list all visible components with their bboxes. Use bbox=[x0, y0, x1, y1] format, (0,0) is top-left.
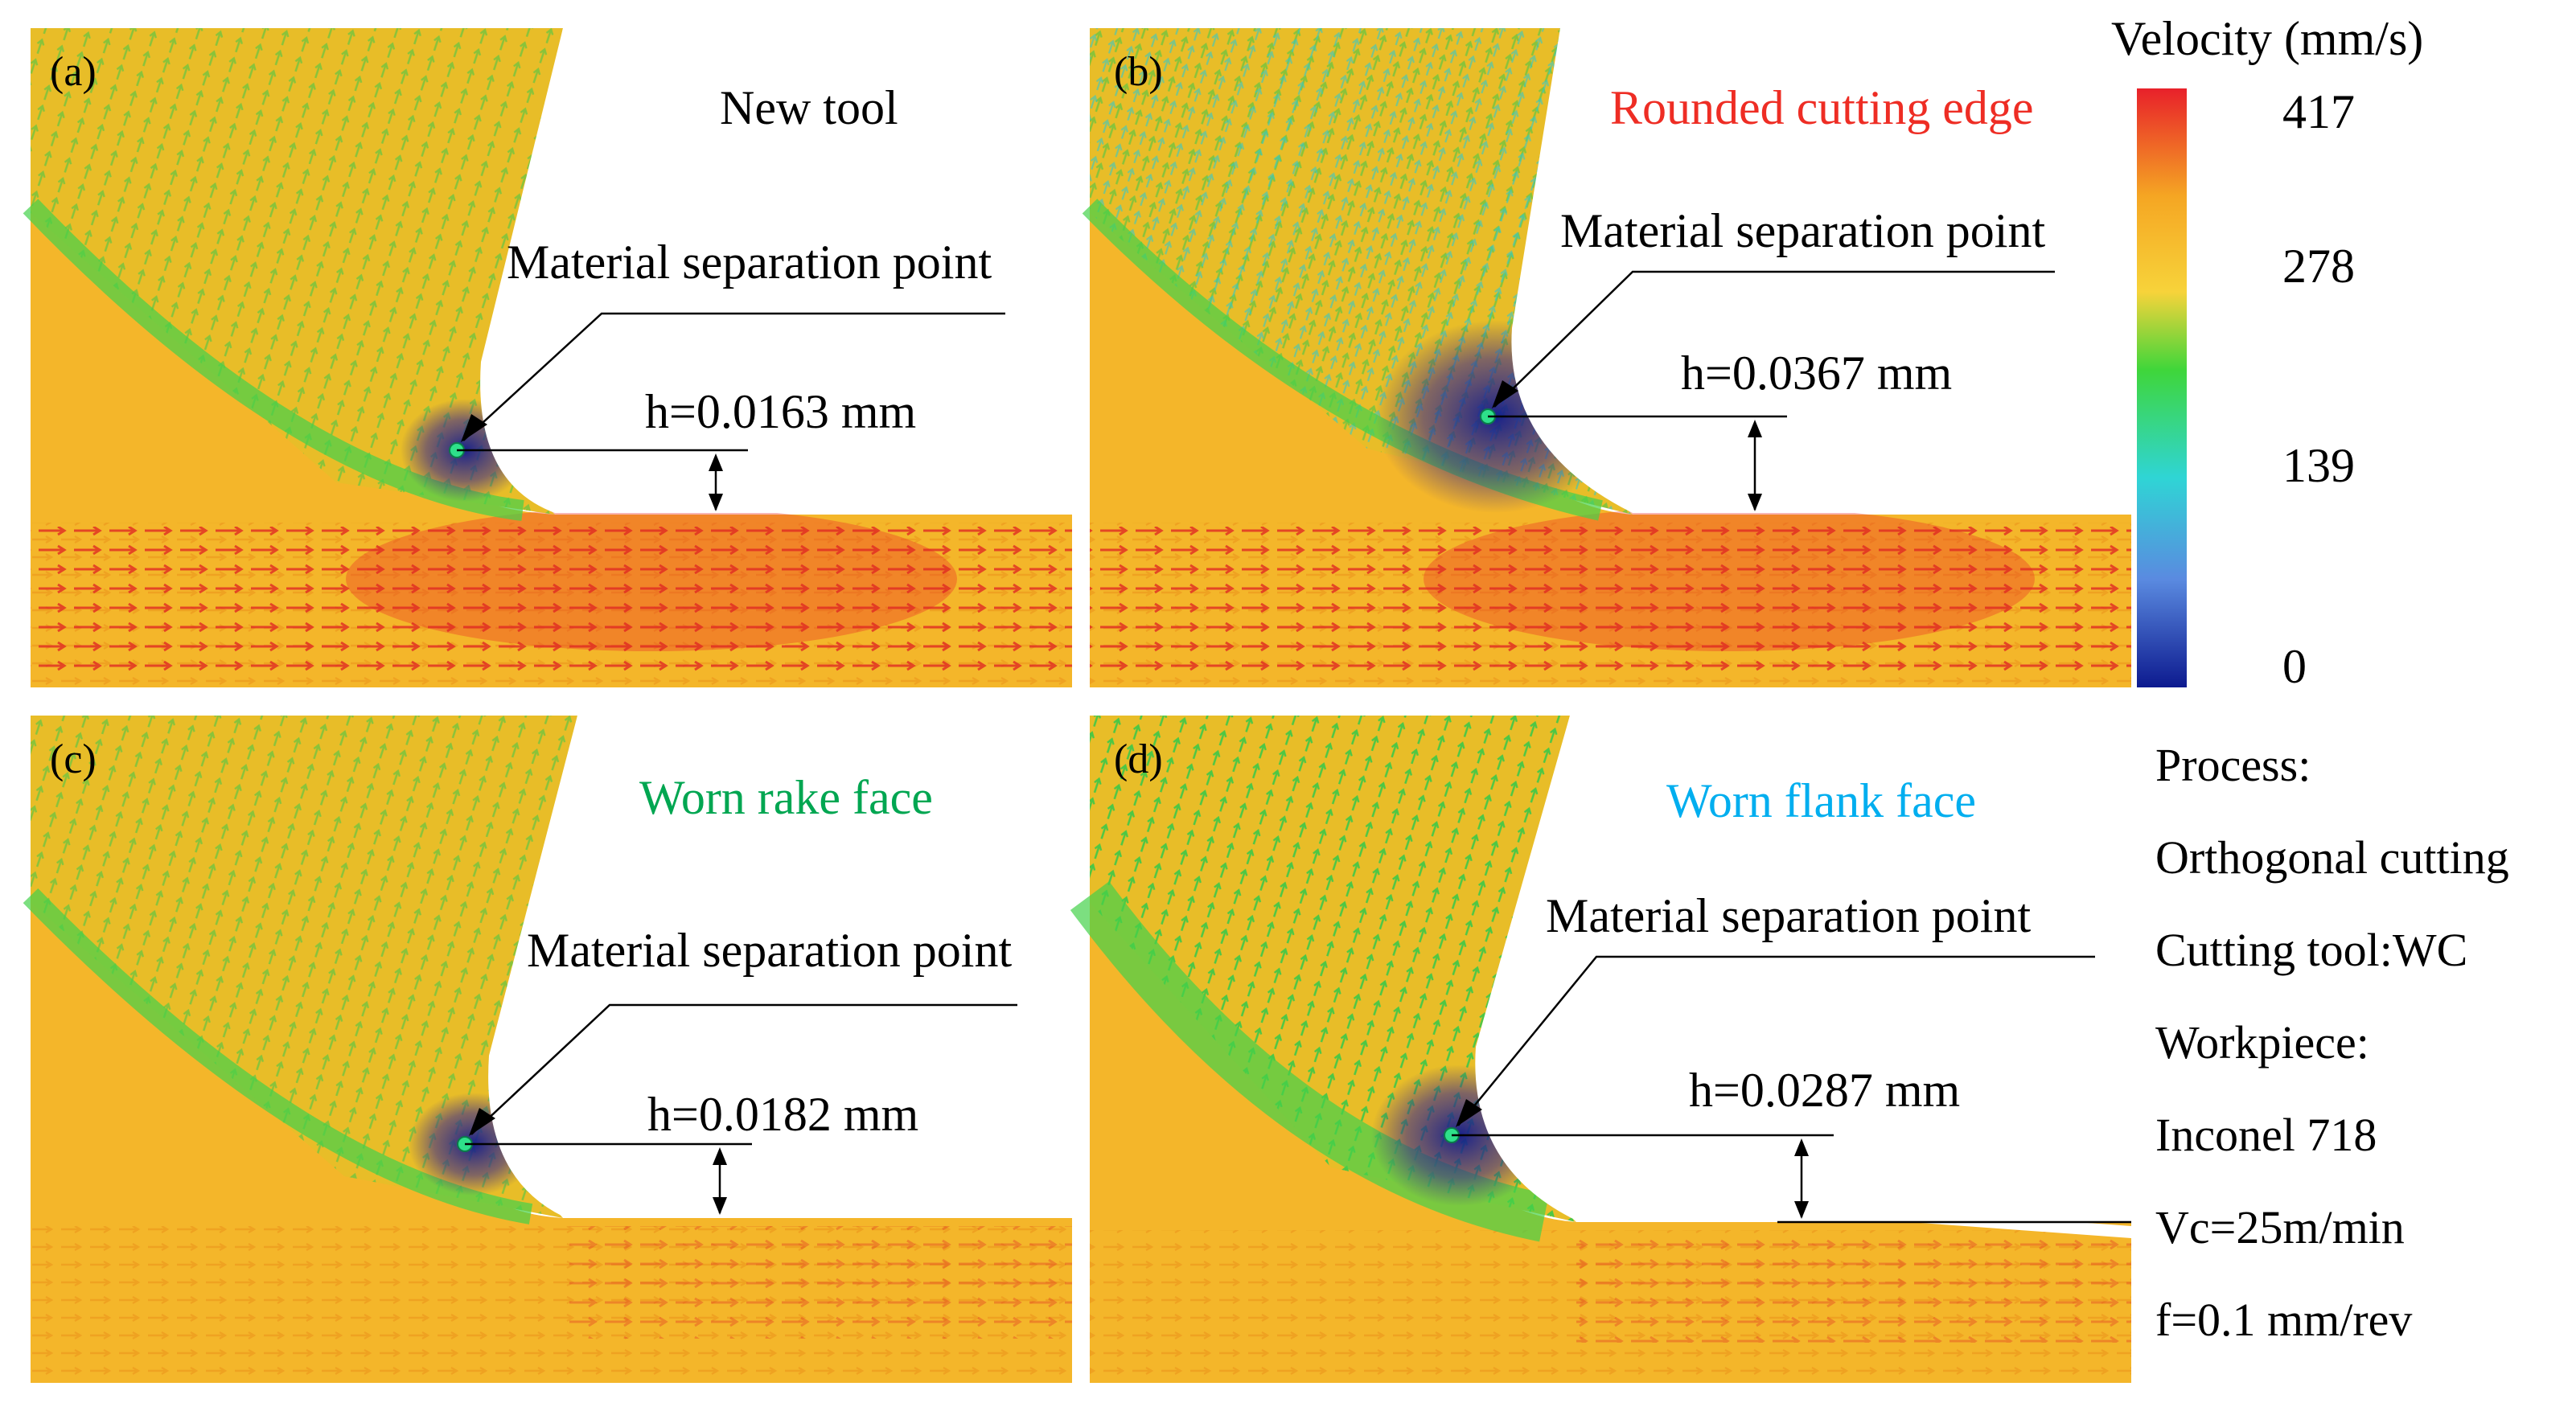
panel-c-dim-arrow-bottom bbox=[713, 1197, 727, 1215]
legend-tick-low: 139 bbox=[2282, 439, 2355, 492]
panel-b-title: Rounded cutting edge bbox=[1610, 81, 2034, 134]
panel-b bbox=[1082, 28, 2131, 687]
panel-d bbox=[1070, 716, 2131, 1383]
condition-tool: Cutting tool:WC bbox=[2155, 924, 2468, 976]
panel-a-height-label: h=0.0163 mm bbox=[645, 385, 917, 438]
condition-feed: f=0.1 mm/rev bbox=[2155, 1294, 2413, 1346]
panel-c-high-velocity-arrows bbox=[563, 1226, 1072, 1339]
panel-d-title: Worn flank face bbox=[1666, 774, 1976, 827]
panel-b-leader-arrowhead bbox=[1492, 380, 1518, 408]
panel-b-high-velocity-arrows bbox=[1090, 527, 2131, 675]
panel-a-cutting-tool bbox=[480, 28, 1072, 513]
panel-d-dim-arrow-top bbox=[1794, 1138, 1809, 1156]
panel-c-shear-zone bbox=[23, 888, 533, 1224]
panel-c bbox=[23, 716, 1072, 1383]
panel-d-leader-line bbox=[1457, 955, 2095, 1126]
condition-process: Process: bbox=[2155, 739, 2311, 791]
panel-a-label: (a) bbox=[50, 49, 97, 95]
panel-d-worn-flank bbox=[1576, 1186, 2131, 1238]
panels-layer bbox=[23, 28, 2131, 1383]
panel-a-leader-arrowhead bbox=[461, 414, 487, 442]
panel-b-dim-arrow-top bbox=[1748, 420, 1762, 437]
panel-b-dim-arrow-bottom bbox=[1748, 494, 1762, 511]
panel-b-leader-line bbox=[1493, 270, 2055, 408]
panel-c-separation-label: Material separation point bbox=[527, 924, 1013, 977]
legend-tick-max: 417 bbox=[2282, 85, 2355, 138]
colorbar bbox=[2137, 88, 2187, 687]
legend-tick-min: 0 bbox=[2282, 640, 2307, 693]
panel-d-height-label: h=0.0287 mm bbox=[1689, 1064, 1961, 1117]
panel-b-cutting-tool bbox=[1511, 28, 2131, 513]
panel-c-label: (c) bbox=[50, 736, 97, 782]
panel-d-leader-arrowhead bbox=[1456, 1099, 1482, 1127]
panel-b-separation-label: Material separation point bbox=[1560, 204, 2046, 257]
panel-a-title: New tool bbox=[720, 81, 898, 134]
panel-a bbox=[23, 28, 1072, 687]
panel-c-height-label: h=0.0182 mm bbox=[647, 1088, 919, 1141]
legend-tick-high: 278 bbox=[2282, 240, 2355, 293]
panel-c-chip-flow bbox=[31, 716, 577, 1218]
panel-d-label: (d) bbox=[1114, 736, 1163, 782]
panel-d-high-velocity-arrows bbox=[1576, 1230, 2131, 1343]
panel-c-dim-arrow-top bbox=[713, 1147, 727, 1165]
condition-workpiece-value: Inconel 718 bbox=[2155, 1109, 2377, 1161]
panel-a-dim-arrow-top bbox=[709, 453, 723, 471]
panel-b-height-label: h=0.0367 mm bbox=[1681, 347, 1953, 400]
panel-c-leader-arrowhead bbox=[469, 1108, 495, 1136]
panel-a-high-velocity-arrows bbox=[31, 527, 1072, 675]
panel-a-chip-flow bbox=[31, 28, 563, 515]
condition-workpiece: Workpiece: bbox=[2155, 1016, 2369, 1069]
panel-c-cutting-tool bbox=[488, 716, 1072, 1216]
panel-a-separation-label: Material separation point bbox=[507, 236, 992, 289]
panel-b-label: (b) bbox=[1114, 49, 1163, 95]
panel-c-leader-line bbox=[470, 1003, 1017, 1135]
panel-a-leader-line bbox=[462, 312, 1005, 441]
condition-cutting-speed: Vc=25m/min bbox=[2155, 1201, 2405, 1253]
panel-a-dim-arrow-bottom bbox=[709, 494, 723, 511]
panel-d-dim-arrow-bottom bbox=[1794, 1201, 1809, 1219]
panel-d-separation-label: Material separation point bbox=[1546, 889, 2032, 942]
colorbar-legend bbox=[2137, 88, 2187, 687]
panel-d-cutting-tool bbox=[1475, 716, 2131, 1220]
legend-title: Velocity (mm/s) bbox=[2111, 12, 2424, 65]
panel-c-title: Worn rake face bbox=[639, 771, 933, 824]
condition-process-value: Orthogonal cutting bbox=[2155, 831, 2509, 884]
